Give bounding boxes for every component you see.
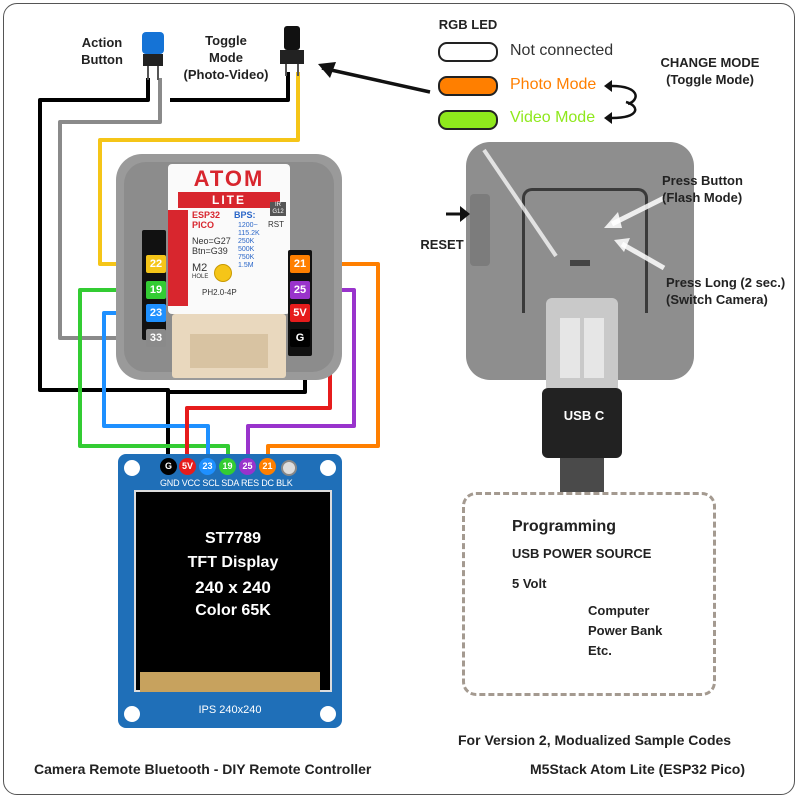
display-line-color: Color 65K <box>195 602 271 619</box>
action-button-cap <box>142 32 164 54</box>
footer-right-line2: M5Stack Atom Lite (ESP32 Pico) <box>530 761 745 777</box>
atom-pin-21: 21 <box>290 255 310 273</box>
atom-pin-22: 22 <box>146 255 166 273</box>
toggle-mode-label: Toggle Mode (Photo-Video) <box>183 33 269 82</box>
display-pin-gnd: G <box>160 458 177 475</box>
display-pin-blk <box>281 460 297 476</box>
atom-pin-23: 23 <box>146 304 166 322</box>
power-source-box <box>462 492 716 696</box>
legend-video-mode: Video Mode <box>510 109 596 126</box>
bps-title: BPS: <box>234 210 256 220</box>
display-ribbon <box>140 672 320 692</box>
display-pin-dc: 21 <box>259 458 276 475</box>
change-mode-label: CHANGE MODE (Toggle Mode) <box>660 55 760 87</box>
action-button-label: Action Button <box>81 35 123 67</box>
legend-photo-mode: Photo Mode <box>510 76 597 93</box>
grove-connector <box>172 314 286 378</box>
reset-label: RESET <box>420 237 464 252</box>
display-line-type: TFT Display <box>187 554 279 571</box>
esp32-chip-label: ESP32 PICO <box>192 210 221 230</box>
bps-values: 1200~ 115.2K 250K 500K 750K 1.5M <box>238 222 260 269</box>
ir-label: IR G12 <box>270 202 286 216</box>
power-box-options: Computer Power Bank Etc. <box>588 603 663 658</box>
display-pin-res: 25 <box>239 458 256 475</box>
usb-c-plug <box>546 298 618 388</box>
wire-toggle-yellow <box>98 72 300 266</box>
atom-label-card: ATOM LITE ESP32 PICO BPS: 1200~ 115.2K 2… <box>168 164 290 314</box>
tft-display-module: GND VCC SCL SDA RES DC BLK ST7789 TFT Di… <box>118 454 342 728</box>
display-line-resolution: 240 x 240 <box>195 578 271 597</box>
atom-pin-g: G <box>290 329 310 347</box>
wire-toggle-black <box>170 72 290 102</box>
usb-c-label: USB C <box>563 408 605 423</box>
ph-connector-label: PH2.0-4P <box>202 288 237 297</box>
display-pin-sda: 19 <box>219 458 236 475</box>
rst-label: RST <box>268 220 284 229</box>
press-long-label: Press Long (2 sec.) (Switch Camera) <box>666 275 786 307</box>
neo-btn-label: Neo=G27 Btn=G39 <box>192 236 231 256</box>
back-window <box>522 188 648 313</box>
legend-not-connected: Not connected <box>510 42 614 59</box>
wire-action-gray <box>58 78 162 340</box>
led-window <box>570 260 590 266</box>
atom-pin-25: 25 <box>290 281 310 299</box>
display-footer: IPS 240x240 <box>198 704 262 716</box>
power-box-source: USB POWER SOURCE <box>512 546 652 561</box>
footer-right-line1: For Version 2, Modualized Sample Codes <box>458 732 732 748</box>
wire-green <box>78 288 230 462</box>
legend-not-connected-swatch <box>438 42 498 62</box>
atom-pin-19: 19 <box>146 281 166 299</box>
atom-pin-5v: 5V <box>290 304 310 322</box>
legend-video-swatch <box>438 110 498 130</box>
atom-logo: ATOM <box>193 166 265 191</box>
rgb-led-title: RGB LED <box>438 17 498 32</box>
atom-lite-badge: LITE <box>178 192 280 208</box>
usb-c-body <box>542 388 622 458</box>
wire-orange <box>266 262 380 462</box>
display-pin-scl: 23 <box>199 458 216 475</box>
arrow-head <box>318 62 336 78</box>
toggle-button-component <box>280 26 304 76</box>
display-line-model: ST7789 <box>204 530 262 547</box>
display-pin-vcc: 5V <box>179 458 196 475</box>
legend-photo-swatch <box>438 76 498 96</box>
m2-label: M2 <box>192 262 208 274</box>
footer-left-title: Camera Remote Bluetooth - DIY Remote Con… <box>34 761 372 777</box>
wire-action-black <box>38 78 170 462</box>
display-header-labels: GND VCC SCL SDA RES DC BLK <box>160 478 293 488</box>
led-dot <box>214 264 232 282</box>
power-box-volt: 5 Volt <box>512 576 547 591</box>
arrow-led-to-toggle <box>321 66 431 94</box>
change-mode-arrow-bottom <box>611 100 637 120</box>
action-button-component <box>140 32 166 82</box>
display-screen: ST7789 TFT Display 240 x 240 Color 65K <box>134 490 332 692</box>
power-box-title: Programming <box>512 518 617 535</box>
reset-side-button <box>470 194 490 266</box>
hole-label: HOLE <box>192 274 209 280</box>
diagram-frame <box>3 3 795 795</box>
press-button-label: Press Button (Flash Mode) <box>662 173 743 205</box>
atom-pin-33: 33 <box>146 329 166 347</box>
